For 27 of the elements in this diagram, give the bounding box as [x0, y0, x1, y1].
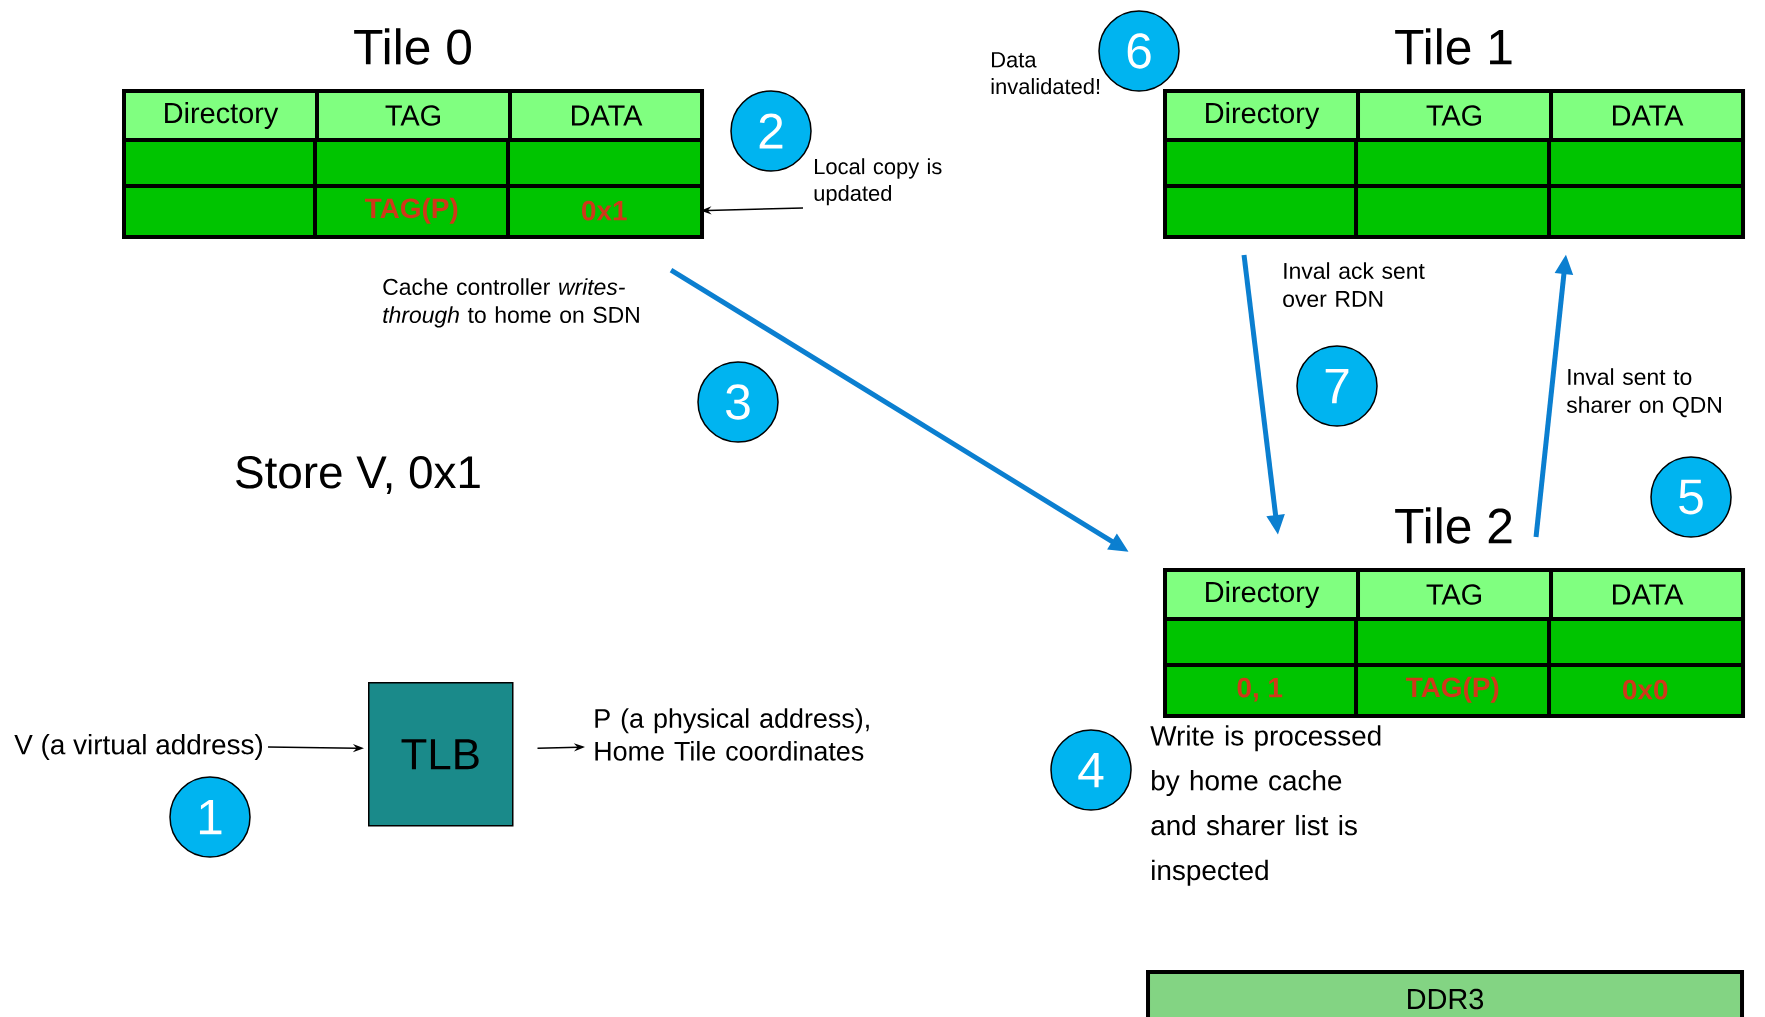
header-cell: Directory — [122, 89, 319, 142]
node-label: Tile 2 — [1395, 507, 1512, 544]
note-text: Local copy is updated — [814, 158, 942, 206]
header-cell: DATA — [508, 89, 704, 142]
cell-value: 0x0 — [1623, 679, 1668, 700]
header-cell: DATA — [1549, 568, 1745, 621]
cell-value: 0x1 — [582, 200, 627, 221]
header-cell: TAG — [1356, 568, 1553, 621]
header-cell: Directory — [1163, 89, 1360, 142]
cell-value: TAG(P) — [1406, 676, 1499, 703]
note-text: Inval sent to sharer on QDN — [1566, 368, 1721, 418]
header-cell: TAG — [315, 89, 512, 142]
header-cell: TAG — [1356, 89, 1553, 142]
node-label: Tile 1 — [1395, 28, 1512, 65]
note-text: Inval ack sent over RDN — [1283, 262, 1425, 307]
tlb-box: TLB — [368, 682, 514, 827]
header-cell: DATA — [1549, 89, 1745, 142]
note-text: Write is processed by home cache and sharer list is inspected — [1150, 725, 1381, 886]
memory-bar: DDR3 — [1146, 970, 1745, 1017]
instruction-text: Store V, 0x1 — [236, 456, 480, 494]
cell-value: 0, 1 — [1237, 677, 1283, 702]
cell-value: TAG(P) — [365, 197, 458, 224]
address-text: V (a virtual address) — [14, 734, 263, 760]
address-text: P (a physical address), Home Tile coordinates — [595, 708, 869, 761]
note-text: Cache controller writes-through to home on SDN — [383, 278, 639, 328]
node-label: Tile 0 — [354, 28, 471, 65]
header-cell: Directory — [1163, 568, 1360, 621]
